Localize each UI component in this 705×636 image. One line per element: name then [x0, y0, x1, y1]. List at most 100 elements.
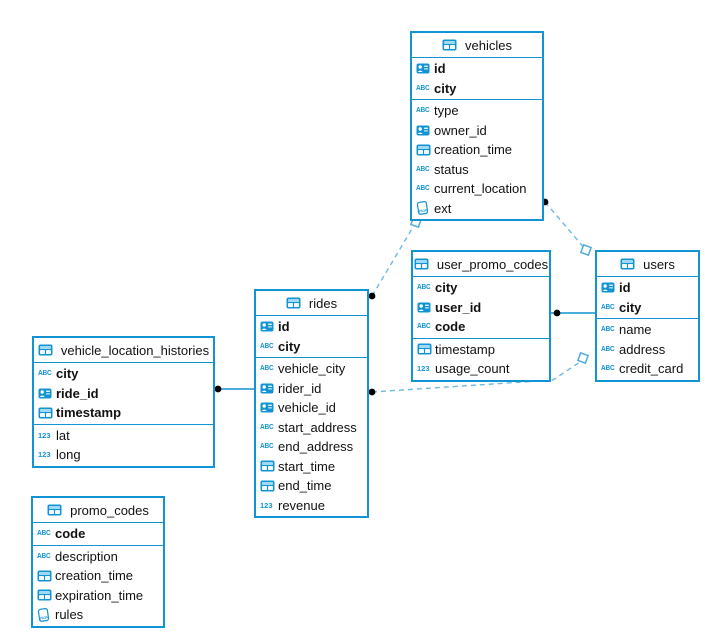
- column-label: owner_id: [434, 122, 487, 138]
- abc-icon: ABC: [260, 364, 274, 373]
- table-header-promo_codes[interactable]: promo_codes: [33, 498, 163, 523]
- primary-key-row-city: ABC city: [256, 337, 367, 357]
- table-header-rides[interactable]: rides: [256, 291, 367, 316]
- abc-icon: ABC: [417, 283, 431, 292]
- table-icon: [37, 589, 55, 601]
- relation-endpoint-square: [576, 351, 590, 365]
- column-label: description: [55, 548, 118, 564]
- abc-icon: ABC: [416, 106, 430, 115]
- column-label: long: [56, 447, 81, 462]
- column-label: credit_card: [619, 361, 684, 376]
- column-label: vehicle_city: [278, 361, 346, 376]
- column-label: expiration_time: [55, 587, 144, 603]
- column-label: creation_time: [434, 142, 513, 157]
- id-icon: [417, 302, 435, 313]
- relation-line-rides-users[interactable]: [371, 361, 581, 393]
- relation-line-rides-vehicles[interactable]: [371, 221, 417, 297]
- column-label: lat: [56, 427, 70, 443]
- column-label: address: [619, 341, 666, 357]
- column-row-creation_time: creation_time: [412, 140, 542, 160]
- column-label: id: [278, 319, 290, 334]
- abc-icon: ABC: [260, 423, 274, 432]
- table-title: users: [643, 256, 675, 272]
- json-icon: JSON: [416, 201, 434, 216]
- table-icon: [416, 144, 434, 156]
- column-row-timestamp: timestamp: [413, 340, 549, 360]
- column-label: id: [619, 280, 631, 295]
- table-title: vehicles: [465, 37, 512, 53]
- svg-text:JSON: JSON: [418, 208, 428, 213]
- column-label: usage_count: [435, 361, 510, 376]
- relation-line-vehicles-users[interactable]: [544, 201, 587, 251]
- id-icon: [416, 63, 434, 74]
- id-icon: [260, 383, 278, 394]
- primary-key-row-ride_id: ride_id: [34, 384, 213, 404]
- table-title: promo_codes: [70, 502, 149, 518]
- table-icon: [442, 39, 460, 51]
- relation-endpoint-dot: [368, 292, 376, 300]
- table-icon: [47, 504, 65, 516]
- id-icon: [416, 125, 434, 136]
- column-label: user_id: [435, 299, 482, 315]
- column-label: end_time: [278, 478, 332, 493]
- table-header-vehicle_location_histories[interactable]: vehicle_location_histories: [34, 338, 213, 363]
- table-icon: [417, 343, 435, 355]
- primary-key-row-id: id: [597, 278, 698, 298]
- table-header-user_promo_codes[interactable]: user_promo_codes: [413, 252, 549, 277]
- column-label: start_address: [278, 419, 357, 435]
- abc-icon: ABC: [416, 165, 430, 174]
- column-label: ride_id: [56, 385, 99, 401]
- column-label: name: [619, 322, 652, 337]
- id-icon: [38, 388, 56, 399]
- abc-icon: ABC: [416, 84, 430, 93]
- table-header-users[interactable]: users: [597, 252, 698, 277]
- abc-icon: ABC: [416, 184, 430, 193]
- column-label: city: [619, 299, 642, 315]
- column-label: timestamp: [435, 341, 495, 357]
- table-icon: [37, 570, 55, 582]
- column-label: ext: [434, 200, 452, 216]
- abc-icon: ABC: [601, 325, 615, 334]
- column-label: vehicle_id: [278, 400, 336, 415]
- column-row-vehicle_id: vehicle_id: [256, 398, 367, 418]
- column-label: id: [434, 61, 446, 76]
- table-icon: [414, 258, 432, 270]
- column-label: code: [435, 319, 466, 334]
- column-label: code: [55, 526, 86, 541]
- primary-key-row-user_id: user_id: [413, 298, 549, 318]
- column-row-start_address: ABC start_address: [256, 418, 367, 438]
- abc-icon: ABC: [260, 342, 274, 351]
- abc-icon: ABC: [260, 442, 274, 451]
- table-icon: [38, 407, 56, 419]
- column-label: city: [278, 338, 301, 354]
- table-header-vehicles[interactable]: vehicles: [412, 33, 542, 58]
- abc-icon: ABC: [38, 369, 52, 378]
